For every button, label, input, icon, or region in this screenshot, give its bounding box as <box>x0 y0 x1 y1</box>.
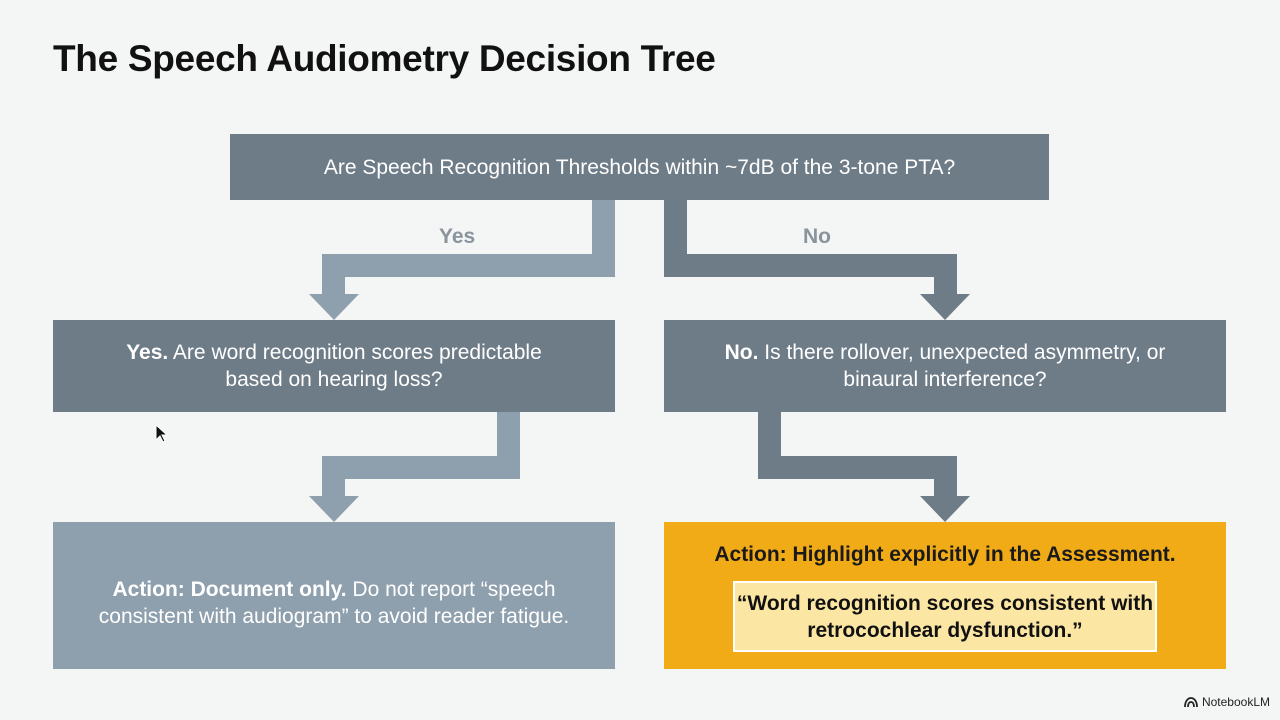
no-action-heading: Action: Highlight explicitly in the Asse… <box>714 543 1176 566</box>
no-action-quote: “Word recognition scores consistent with… <box>736 591 1154 642</box>
yes-action-lead: Action: Document only. <box>112 577 347 601</box>
yes-question-body: Are word recognition scores predictable … <box>168 341 542 391</box>
connector-yes <box>309 200 615 320</box>
branch-label-yes: Yes <box>439 225 476 248</box>
no-action-quote-box: “Word recognition scores consistent with… <box>733 581 1157 652</box>
yes-action-box: Action: Document only. Do not report “sp… <box>53 522 615 669</box>
no-action-box: Action: Highlight explicitly in the Asse… <box>664 522 1226 669</box>
connector-no-action <box>758 412 970 522</box>
yes-action-text: Action: Document only. Do not report “sp… <box>93 576 575 630</box>
notebooklm-logo-icon <box>1184 696 1198 707</box>
slide-title: The Speech Audiometry Decision Tree <box>53 38 716 79</box>
root-question-text: Are Speech Recognition Thresholds within… <box>323 155 956 179</box>
connector-no <box>664 200 970 320</box>
no-question-body: Is there rollover, unexpected asymmetry,… <box>758 341 1166 391</box>
branch-label-no: No <box>803 225 831 248</box>
connector-yes-action <box>309 412 520 522</box>
no-question-text: No. Is there rollover, unexpected asymme… <box>724 339 1166 393</box>
yes-action-body: Do not report “speech consistent with au… <box>98 577 570 628</box>
no-question-lead: No. <box>724 341 759 364</box>
yes-question-box: Yes. Are word recognition scores predict… <box>53 320 615 412</box>
yes-question-lead: Yes. <box>126 341 169 364</box>
yes-question-text: Yes. Are word recognition scores predict… <box>113 339 555 393</box>
root-question-box: Are Speech Recognition Thresholds within… <box>230 134 1049 200</box>
no-question-box: No. Is there rollover, unexpected asymme… <box>664 320 1226 412</box>
mouse-cursor-icon <box>155 424 169 443</box>
brand-name: NotebookLM <box>1201 695 1270 709</box>
brand-watermark: NotebookLM <box>1184 695 1270 709</box>
